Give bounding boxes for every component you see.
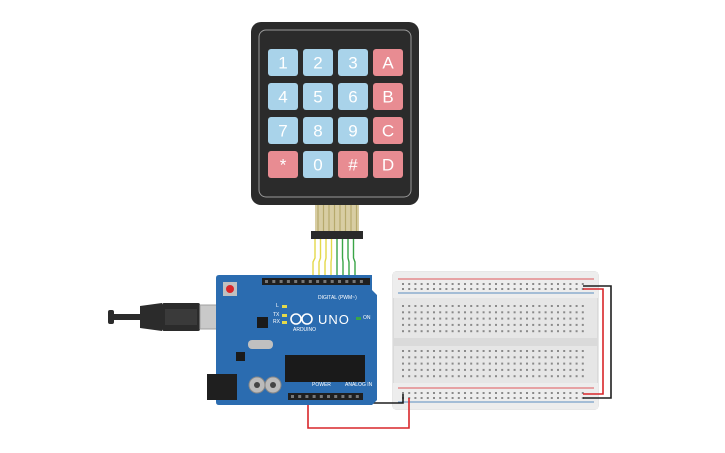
- key-4[interactable]: 4: [268, 83, 298, 110]
- key-3[interactable]: 3: [338, 49, 368, 76]
- keypad: 1 2 3 A 4 5 6 B 7 8 9 C * 0 # D: [251, 22, 419, 239]
- key-5[interactable]: 5: [303, 83, 333, 110]
- arduino-uno: UNO ARDUINO DIGITAL (PWM~) POWER ANALOG …: [207, 275, 377, 405]
- key-1[interactable]: 1: [268, 49, 298, 76]
- key-label: D: [382, 156, 394, 175]
- key-B[interactable]: B: [373, 83, 403, 110]
- digital-header: [262, 278, 370, 285]
- key-9[interactable]: 9: [338, 117, 368, 144]
- power-jack-icon: [207, 374, 237, 400]
- key-label: A: [382, 54, 394, 73]
- ribbon-cable: [317, 205, 358, 232]
- key-label: 4: [278, 88, 287, 107]
- key-label: #: [348, 156, 358, 175]
- keypad-keys: 1 2 3 A 4 5 6 B 7 8 9 C * 0 # D: [268, 49, 403, 178]
- key-label: 9: [348, 122, 357, 141]
- l-label: L: [276, 303, 279, 309]
- arduino-logo: [290, 313, 313, 325]
- key-label: 2: [313, 54, 322, 73]
- on-label: ON: [363, 315, 371, 321]
- key-label: B: [382, 88, 393, 107]
- red-wire: [307, 392, 410, 429]
- key-8[interactable]: 8: [303, 117, 333, 144]
- keypad-wires: [312, 239, 356, 281]
- tx-label: TX: [273, 312, 280, 318]
- key-C[interactable]: C: [373, 117, 403, 144]
- key-D[interactable]: D: [373, 151, 403, 178]
- breadboard-holes: [402, 283, 584, 399]
- key-0[interactable]: 0: [303, 151, 333, 178]
- keypad-connector: [311, 231, 363, 239]
- key-2[interactable]: 2: [303, 49, 333, 76]
- chip-icon: [285, 355, 365, 382]
- analog-label: ANALOG IN: [345, 382, 373, 388]
- key-A[interactable]: A: [373, 49, 403, 76]
- key-label: *: [280, 156, 287, 175]
- key-label: 5: [313, 88, 322, 107]
- key-label: 0: [313, 156, 322, 175]
- header-pins: [265, 280, 363, 398]
- key-6[interactable]: 6: [338, 83, 368, 110]
- key-7[interactable]: 7: [268, 117, 298, 144]
- usb-cable-icon: [108, 303, 231, 331]
- key-*[interactable]: *: [268, 151, 298, 178]
- power-analog-header: [288, 393, 363, 400]
- key-label: 3: [348, 54, 357, 73]
- key-label: C: [382, 122, 394, 141]
- uno-label: UNO: [318, 312, 350, 327]
- digital-label: DIGITAL (PWM~): [318, 295, 357, 301]
- key-#[interactable]: #: [338, 151, 368, 178]
- key-label: 1: [278, 54, 287, 73]
- power-label: POWER: [312, 382, 331, 388]
- rx-label: RX: [273, 319, 281, 325]
- arduino-label: ARDUINO: [293, 327, 316, 333]
- key-label: 7: [278, 122, 287, 141]
- key-label: 8: [313, 122, 322, 141]
- key-label: 6: [348, 88, 357, 107]
- breadboard: [392, 271, 599, 410]
